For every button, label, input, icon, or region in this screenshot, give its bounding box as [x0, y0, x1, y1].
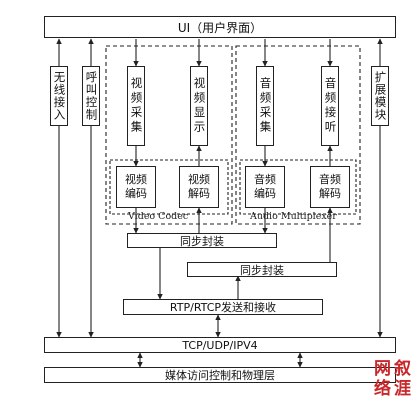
audio-encode-line2: 编码 [254, 187, 276, 200]
video-codec-group [105, 45, 233, 225]
audio-encode-line1: 音频 [254, 173, 276, 186]
tcp-udp-ipv4-bar: TCP/UDP/IPV4 [44, 337, 396, 353]
watermark-char-1: 网 [374, 359, 391, 379]
audio-multiplexer-caption: Audio Multiplexer [250, 211, 337, 222]
audio-listen-box: 音频接听 [321, 66, 339, 146]
watermark-char-3: 络 [374, 379, 391, 399]
ui-bar-label: UI（用户界面） [177, 20, 263, 35]
mac-physical-label: 媒体访问控制和物理层 [165, 369, 275, 382]
video-codec-caption: Video Codec [128, 211, 189, 222]
audio-encode-box: 音频 编码 [245, 166, 285, 208]
video-codec-inner-group [109, 159, 229, 215]
watermark-char-4: 涯 [394, 379, 411, 399]
wireless-access-label: 无线接入 [52, 71, 67, 121]
rtp-rtcp-box: RTP/RTCP发送和接收 [123, 299, 323, 315]
call-control-label: 呼叫控制 [84, 71, 99, 121]
audio-decode-line2: 解码 [319, 187, 341, 200]
extension-module-box: 扩展模块 [371, 66, 389, 126]
sync-encap-box-1: 同步封装 [127, 233, 277, 248]
watermark-logo: 网 叙 络 涯 [374, 360, 414, 400]
audio-codec-inner-group [239, 159, 357, 215]
audio-multiplexer-group [235, 45, 361, 225]
video-display-box: 视频显示 [190, 66, 208, 146]
mac-physical-bar: 媒体访问控制和物理层 [44, 367, 396, 383]
audio-capture-box: 音频采集 [256, 66, 274, 146]
audio-decode-line1: 音频 [319, 173, 341, 186]
ui-bar: UI（用户界面） [44, 16, 396, 38]
video-encode-line1: 视频 [125, 173, 147, 186]
sync-encap-label-1: 同步封装 [180, 234, 224, 248]
tcp-udp-ipv4-label: TCP/UDP/IPV4 [182, 338, 258, 352]
rtp-rtcp-label: RTP/RTCP发送和接收 [169, 301, 277, 314]
video-capture-label: 视频采集 [129, 77, 144, 135]
audio-decode-box: 音频 解码 [310, 166, 350, 208]
extension-module-label: 扩展模块 [373, 71, 388, 121]
video-encode-line2: 编码 [125, 187, 147, 200]
video-capture-box: 视频采集 [127, 66, 145, 146]
sync-encap-label-2: 同步封装 [240, 263, 284, 277]
sync-encap-box-2: 同步封装 [187, 262, 337, 277]
audio-capture-label: 音频采集 [258, 77, 273, 135]
call-control-box: 呼叫控制 [82, 66, 100, 126]
wireless-access-box: 无线接入 [50, 66, 68, 126]
watermark-char-2: 叙 [394, 359, 411, 379]
video-display-label: 视频显示 [192, 77, 207, 135]
video-decode-line1: 视频 [188, 173, 210, 186]
video-decode-box: 视频 解码 [179, 166, 219, 208]
video-encode-box: 视频 编码 [116, 166, 156, 208]
audio-listen-label: 音频接听 [323, 77, 338, 135]
video-decode-line2: 解码 [188, 187, 210, 200]
